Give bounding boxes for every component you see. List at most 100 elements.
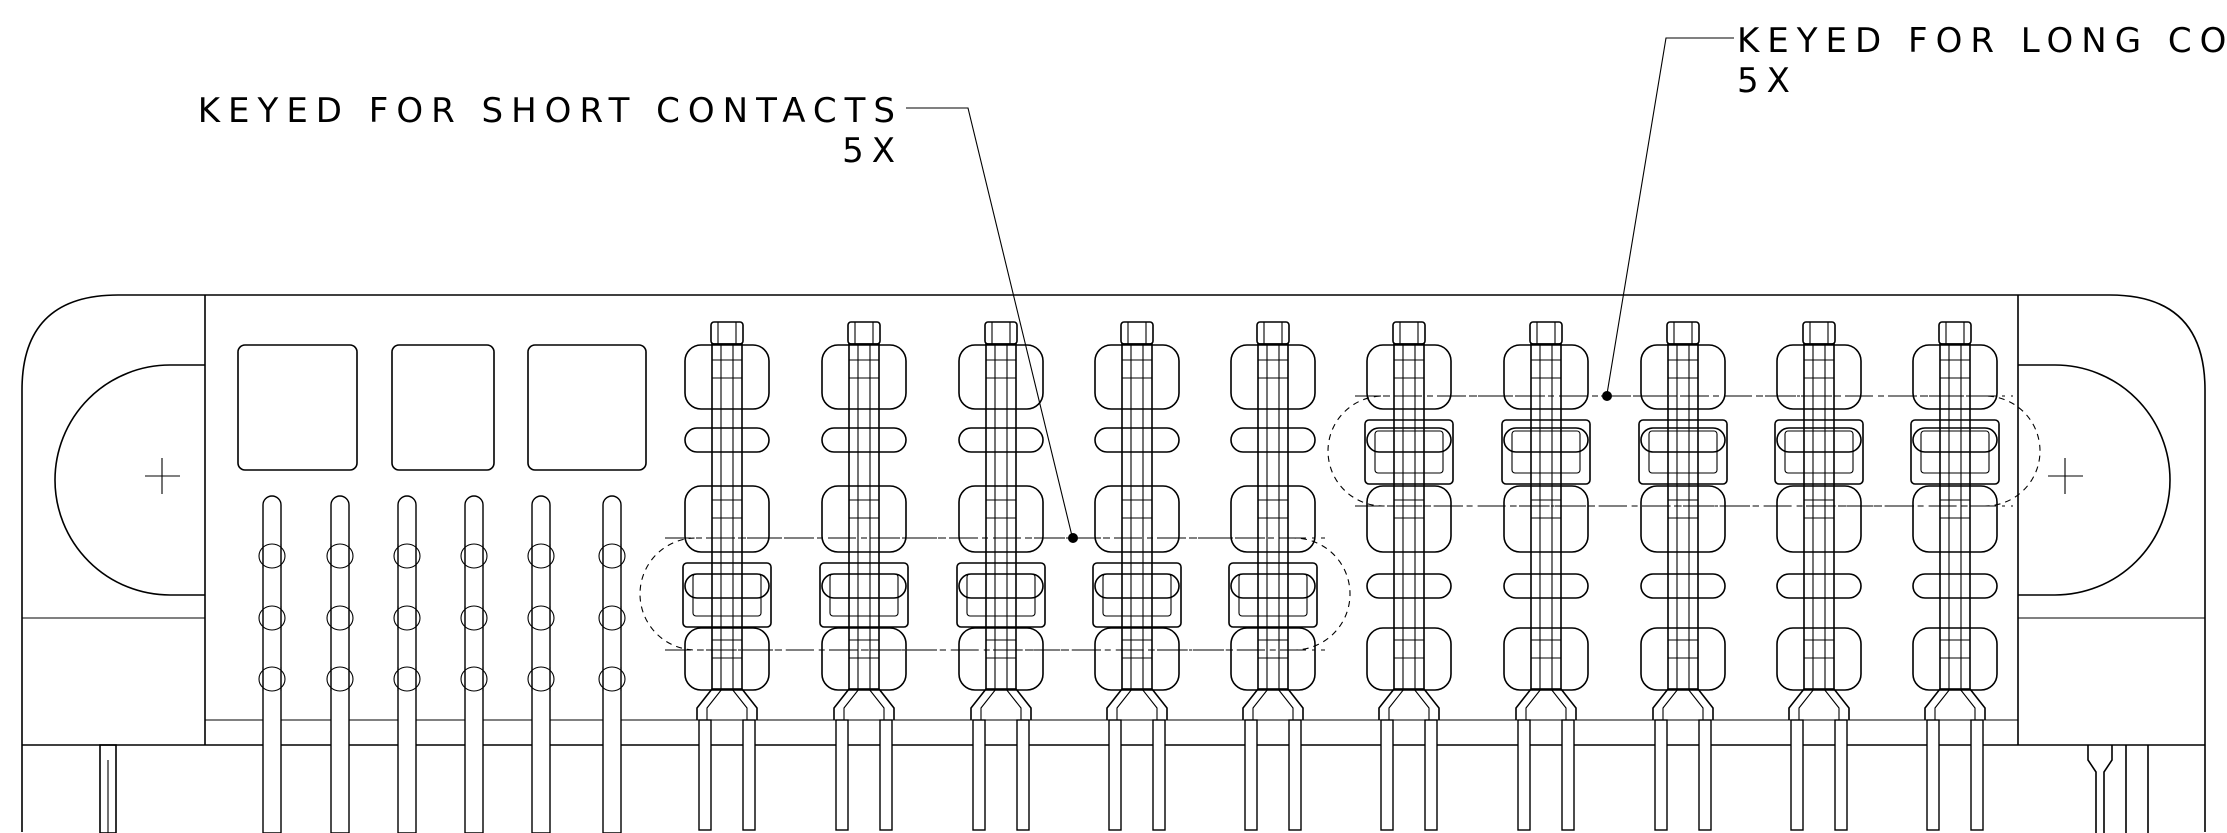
leader-dot-long xyxy=(1602,391,1612,401)
keying-window xyxy=(1092,562,1182,628)
signal-pin-field xyxy=(258,495,626,833)
signal-pin-boss xyxy=(258,543,286,569)
press-fit-leg xyxy=(1108,719,1122,831)
contact-block xyxy=(1640,627,1726,691)
signal-pin-boss xyxy=(258,666,286,692)
signal-pin xyxy=(527,495,555,833)
long-keying-group-outline xyxy=(1327,395,2041,507)
contact-block xyxy=(1503,627,1589,691)
contact-rib xyxy=(1230,573,1316,599)
contact-block xyxy=(958,627,1044,691)
contact-block xyxy=(1230,485,1316,553)
signal-pin xyxy=(460,495,488,833)
press-fit-leg xyxy=(1517,719,1531,831)
press-fit-leg xyxy=(1926,719,1940,831)
keying-window xyxy=(956,562,1046,628)
contact-block xyxy=(1912,627,1998,691)
keying-window xyxy=(1501,419,1591,485)
contact-block xyxy=(1094,485,1180,553)
contact-rib xyxy=(1776,427,1862,453)
power-contact-short xyxy=(682,321,772,831)
signal-pin-lead xyxy=(397,495,417,833)
power-contact-long xyxy=(1638,321,1728,831)
callout-long-label: KEYED FOR LONG CONTACTS xyxy=(1737,21,2227,61)
square-cavity xyxy=(237,344,358,471)
contact-block xyxy=(684,344,770,410)
callout-long-qty: 5X xyxy=(1737,61,1798,101)
press-fit-leg xyxy=(879,719,893,831)
power-contact-long xyxy=(1364,321,1454,831)
signal-pin-boss xyxy=(393,543,421,569)
contact-rib xyxy=(958,573,1044,599)
contact-rib xyxy=(684,427,770,453)
signal-pin-boss xyxy=(527,605,555,631)
contact-block xyxy=(1366,344,1452,410)
press-fit-leg xyxy=(1424,719,1438,831)
square-cavity xyxy=(391,344,495,471)
contact-block xyxy=(1776,485,1862,553)
power-contact-long xyxy=(1774,321,1864,831)
power-contact-long xyxy=(1910,321,2000,831)
contact-rib xyxy=(1640,573,1726,599)
signal-pin-boss xyxy=(326,543,354,569)
signal-pin-lead xyxy=(464,495,484,833)
short-keying-group-outline xyxy=(639,537,1351,651)
press-fit-leg xyxy=(972,719,986,831)
signal-pin xyxy=(258,495,286,833)
contact-block xyxy=(1640,344,1726,410)
signal-pin-lead xyxy=(262,495,282,833)
signal-pin-boss xyxy=(527,666,555,692)
signal-pin-boss xyxy=(393,666,421,692)
contact-block xyxy=(1366,485,1452,553)
power-contact-short xyxy=(1228,321,1318,831)
signal-pin-boss xyxy=(598,605,626,631)
press-fit-leg xyxy=(1970,719,1984,831)
contact-block xyxy=(958,485,1044,553)
press-fit-leg xyxy=(1380,719,1394,831)
left-mounting-ear xyxy=(22,364,205,833)
press-fit-leg xyxy=(1152,719,1166,831)
keying-window xyxy=(1638,419,1728,485)
power-contact-short xyxy=(1092,321,1182,831)
signal-pin-boss xyxy=(527,543,555,569)
signal-pin-lead xyxy=(602,495,622,833)
signal-pin-boss xyxy=(598,666,626,692)
signal-pin-lead xyxy=(531,495,551,833)
contact-rib xyxy=(958,427,1044,453)
contact-rib xyxy=(1776,573,1862,599)
press-fit-leg xyxy=(698,719,712,831)
power-contact-short xyxy=(956,321,1046,831)
press-fit-leg xyxy=(1790,719,1804,831)
callout-short-label: KEYED FOR SHORT CONTACTS xyxy=(198,91,903,131)
contact-block xyxy=(1776,344,1862,410)
signal-pin xyxy=(326,495,354,833)
contact-block xyxy=(821,627,907,691)
contact-rib xyxy=(1640,427,1726,453)
signal-pin xyxy=(393,495,421,833)
callout-short-contacts: KEYED FOR SHORT CONTACTS 5X xyxy=(198,91,1078,543)
contact-block xyxy=(1094,344,1180,410)
signal-pin-boss xyxy=(598,543,626,569)
contact-rib xyxy=(1366,427,1452,453)
contact-block xyxy=(1640,485,1726,553)
contact-rib xyxy=(1366,573,1452,599)
press-fit-leg xyxy=(1016,719,1030,831)
keying-window xyxy=(1910,419,2000,485)
right-mounting-ear xyxy=(2018,364,2205,833)
press-fit-leg xyxy=(1288,719,1302,831)
press-fit-leg xyxy=(1698,719,1712,831)
press-fit-leg xyxy=(742,719,756,831)
power-contact-long xyxy=(1501,321,1591,831)
contact-block xyxy=(1503,344,1589,410)
press-fit-leg xyxy=(1834,719,1848,831)
signal-pin-boss xyxy=(326,605,354,631)
contact-block xyxy=(1912,485,1998,553)
contact-block xyxy=(1230,627,1316,691)
callout-long-contacts: KEYED FOR LONG CONTACTS 5X xyxy=(1602,21,2227,401)
press-fit-leg xyxy=(835,719,849,831)
square-cavities xyxy=(237,344,647,471)
contact-block xyxy=(1366,627,1452,691)
signal-pin xyxy=(598,495,626,833)
keying-window xyxy=(819,562,909,628)
